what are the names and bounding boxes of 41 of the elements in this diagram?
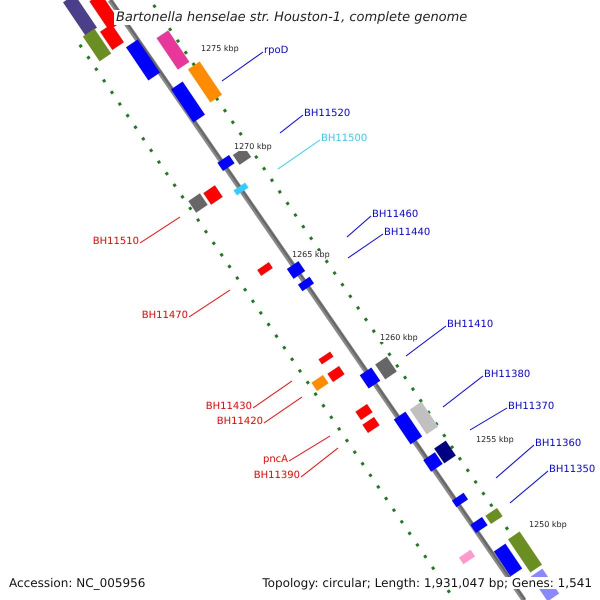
leader-line: [348, 234, 384, 258]
gene-label: BH11390: [254, 471, 300, 481]
leader-line: [442, 376, 484, 408]
tick-label: 1265 kbp: [292, 251, 330, 259]
gene-label: pncA: [262, 455, 288, 465]
gene-label: BH11460: [372, 210, 418, 220]
leader-line: [346, 216, 372, 238]
gene-label: BH11350: [549, 465, 596, 475]
gene-label: BH11440: [384, 228, 430, 238]
footer-text: Accession: NC_005956: [9, 577, 146, 589]
tick-label: 1255 kbp: [476, 436, 514, 444]
leader-line: [252, 380, 292, 408]
leader-line: [510, 470, 548, 504]
leader-line: [470, 408, 508, 430]
leader-line: [140, 216, 180, 244]
gene-label: BH11510: [92, 237, 139, 247]
leader-line: [406, 326, 446, 356]
tick-label: 1275 kbp: [201, 45, 239, 53]
title: Bartonella henselae str. Houston-1, complete genome: [114, 10, 470, 25]
gene-label: BH11430: [206, 402, 252, 412]
leader-line: [496, 444, 534, 478]
gene-label: BH11520: [304, 109, 350, 119]
leader-line: [278, 140, 320, 170]
leader-line: [222, 52, 264, 82]
leader-line: [264, 396, 302, 424]
gene-label: BH11380: [484, 370, 530, 380]
gene-label: BH11410: [447, 320, 494, 330]
footer-text: Topology: circular; Length: 1,931,047 bp; Genes: 1,541: [262, 577, 592, 589]
leader-line: [288, 436, 330, 462]
tick-label: 1250 kbp: [529, 521, 567, 529]
leader-line: [300, 448, 338, 478]
gene-label: BH11360: [535, 439, 582, 449]
tick-label: 1270 kbp: [234, 143, 272, 151]
gene-label: BH11370: [508, 402, 554, 412]
leader-line: [280, 114, 304, 134]
gene-label: BH11470: [142, 311, 188, 321]
gene-label: rpoD: [264, 46, 288, 56]
gene-label: BH11420: [216, 417, 263, 427]
gene-label: BH11500: [321, 134, 368, 144]
leader-line: [188, 290, 230, 318]
tick-label: 1260 kbp: [380, 334, 418, 342]
